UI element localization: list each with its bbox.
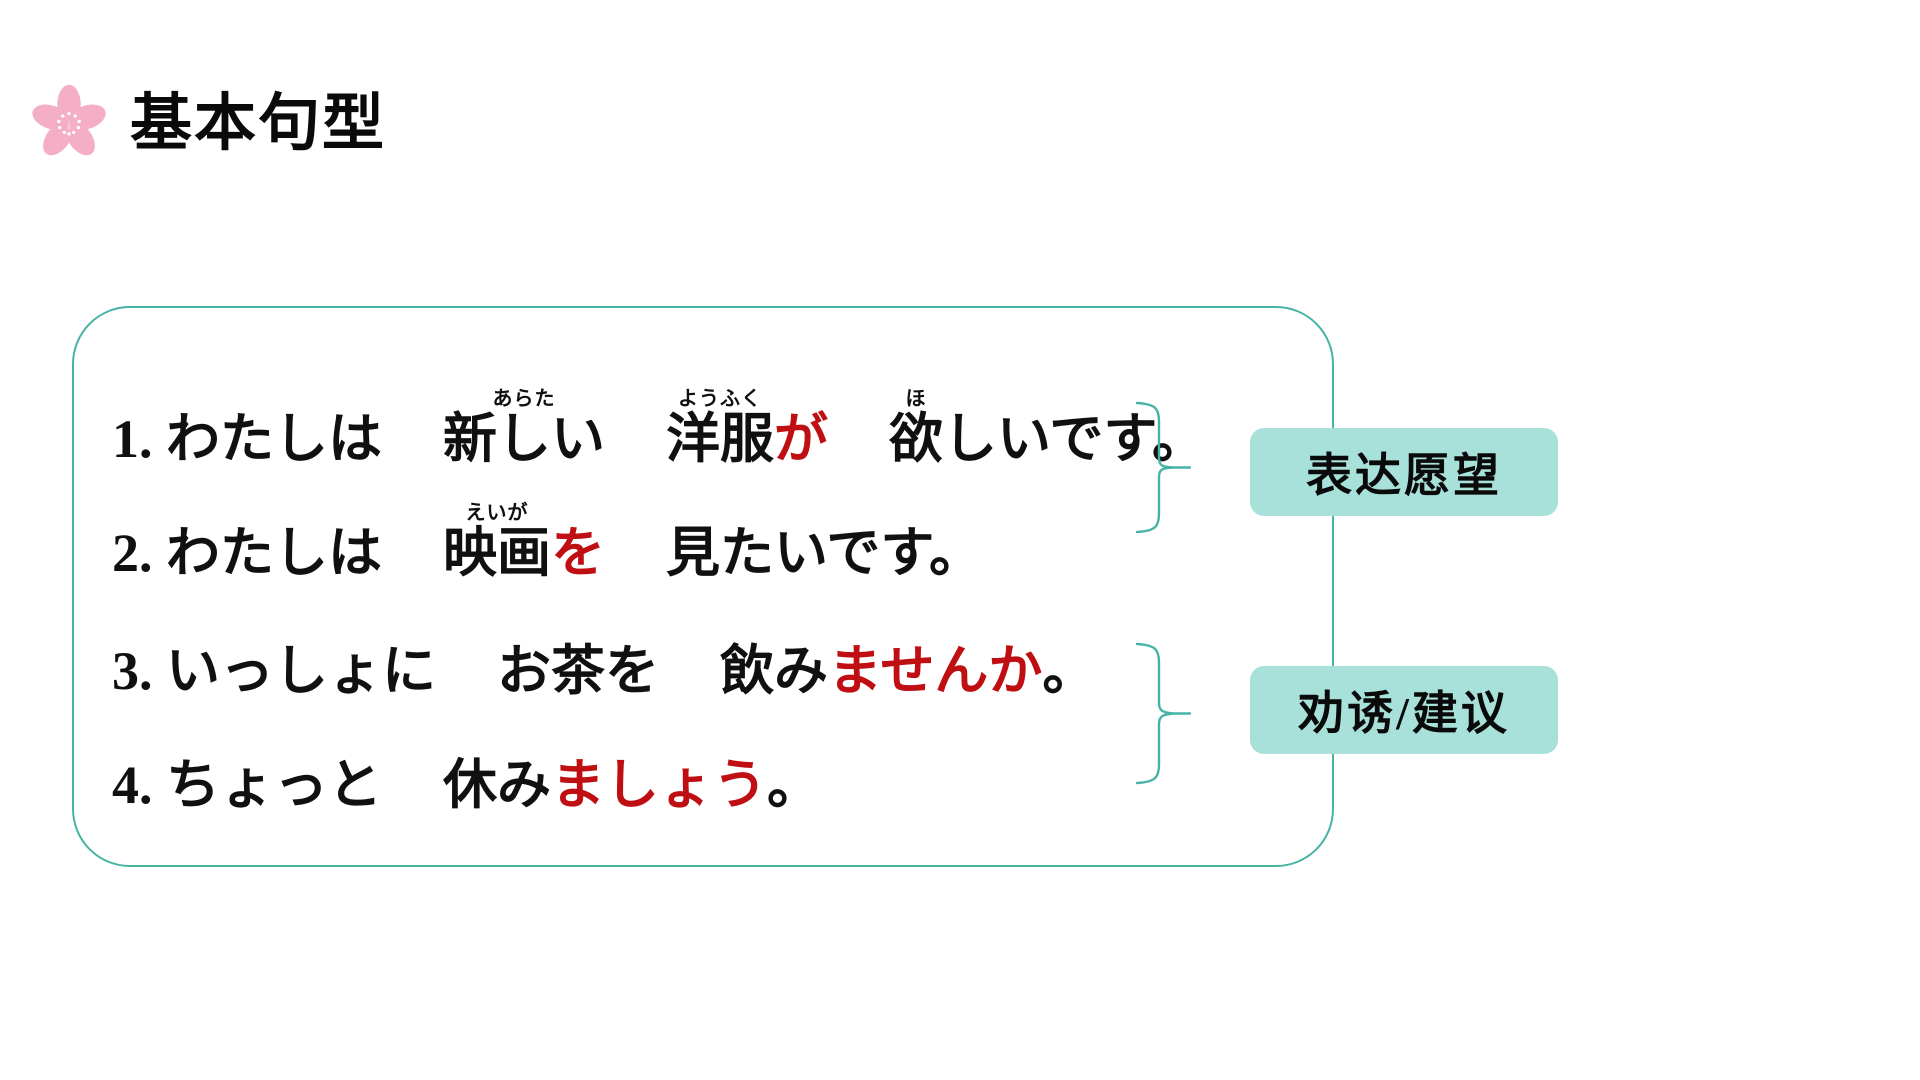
sentence-row-4: 4. ちょっと 休みましょう。 [112, 706, 1172, 820]
sentence-number-3: 3. [112, 641, 153, 702]
sakura-flower-icon [30, 84, 108, 162]
sentence-2-seg-2-base: 映画 [443, 523, 551, 584]
sentence-3-seg-6: 。 [1042, 641, 1097, 702]
sentence-number-2: 2. [112, 523, 153, 584]
page-title: 基本句型 [130, 86, 387, 159]
sentence-4-seg-2: 休み [443, 755, 551, 816]
brace-desire [1133, 400, 1191, 535]
furigana-eiga: えいが [465, 502, 529, 525]
sentence-row-2: 2. わたしは えいが 映画 を 見たいです。 [112, 474, 1172, 588]
sentence-2-seg-5: 見たいです。 [666, 523, 983, 584]
sentence-number-4: 4. [112, 755, 153, 816]
sentence-panel [72, 306, 1334, 867]
sentence-1-seg-4-base: 洋服 [666, 409, 774, 470]
sentence-row-1: 1. わたしは あらた 新しい ようふく 洋服 が ほ 欲 しいです。 [112, 360, 1206, 474]
particle-ga-highlight: が [774, 409, 828, 470]
sentence-list: 1. わたしは あらた 新しい ようふく 洋服 が ほ 欲 しいです。 2. わ… [112, 360, 1206, 820]
particle-wo-highlight: を [551, 523, 605, 584]
ending-mashou-highlight: ましょう [551, 755, 767, 816]
sentence-number-1: 1. [112, 409, 153, 470]
sentence-1-seg-2-base: 新しい [443, 409, 605, 470]
furigana-ho: ほ [905, 388, 927, 411]
sentence-1-seg-8: しいです。 [943, 409, 1206, 470]
sentence-1-seg-4: ようふく 洋服 [666, 389, 774, 470]
sentence-3-seg-0: いっしょに [166, 641, 436, 702]
page-header: 基本句型 [30, 78, 386, 168]
brace-invite [1133, 641, 1191, 786]
sentence-2-seg-0: わたしは [166, 523, 382, 584]
ending-masenka-highlight: ませんか [828, 641, 1043, 702]
sentence-1-seg-7-base: 欲 [889, 409, 943, 470]
sentence-text-1: 1. わたしは あらた 新しい ようふく 洋服 が ほ 欲 しいです。 [112, 389, 1206, 470]
sentence-4-seg-4: 。 [767, 755, 821, 816]
furigana-arata: あらた [492, 388, 556, 411]
sentence-text-3: 3. いっしょに お茶を 飲みませんか。 [112, 643, 1096, 700]
sentence-1-seg-0: わたしは [166, 409, 382, 470]
sentence-text-4: 4. ちょっと 休みましょう。 [112, 757, 821, 814]
sentence-1-seg-7: ほ 欲 [889, 389, 943, 470]
sentence-2-seg-2: えいが 映画 [443, 503, 551, 584]
furigana-youfuku: ようふく [678, 388, 762, 411]
sentence-row-3: 3. いっしょに お茶を 飲みませんか。 [112, 588, 1172, 706]
sentence-1-seg-2: あらた 新しい [443, 389, 605, 470]
sentence-text-2: 2. わたしは えいが 映画 を 見たいです。 [112, 503, 983, 584]
sentence-3-seg-4: 飲み [720, 641, 828, 702]
sentence-3-seg-2: お茶を [497, 641, 659, 702]
sentence-4-seg-0: ちょっと [166, 755, 382, 816]
tag-invitation-suggestion[interactable]: 劝诱/建议 [1250, 666, 1558, 754]
tag-express-desire[interactable]: 表达愿望 [1250, 428, 1558, 516]
